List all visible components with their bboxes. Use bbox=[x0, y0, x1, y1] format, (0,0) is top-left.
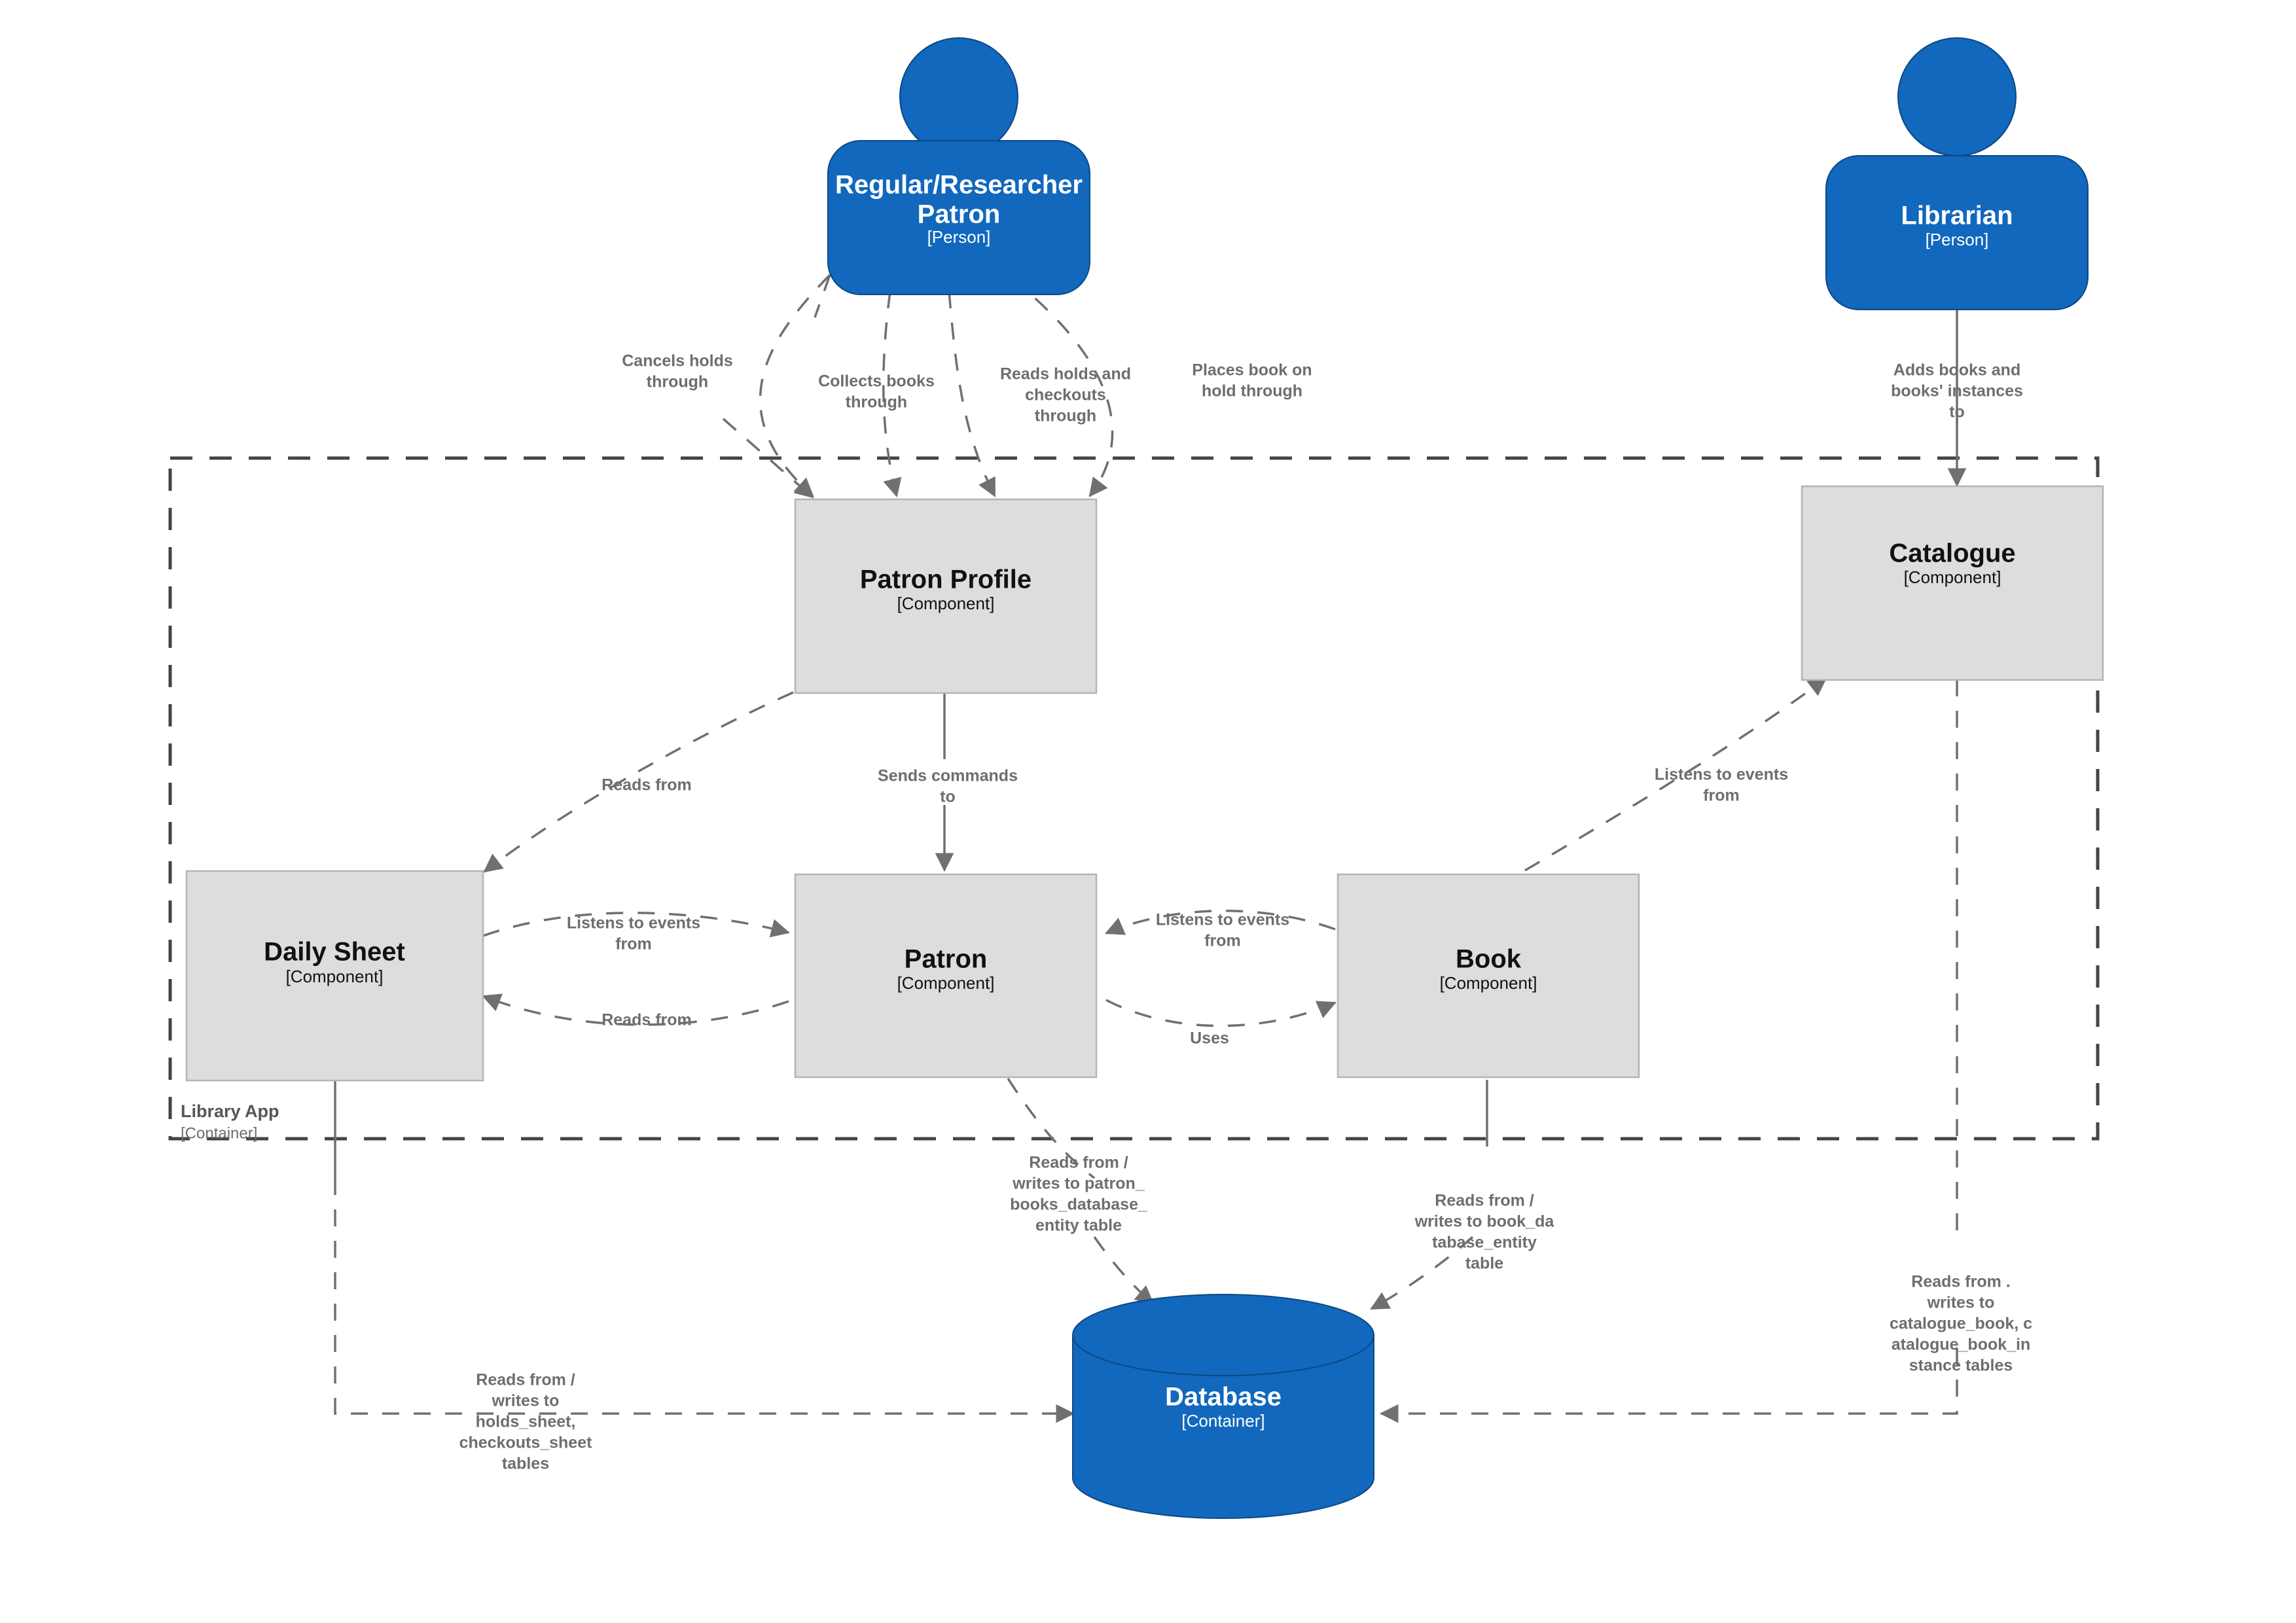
database-cylinder-body-icon bbox=[1072, 1334, 1374, 1519]
catalogue-title: Catalogue bbox=[1889, 539, 2015, 568]
rel-label-r15-l4: atalogue_book_in bbox=[1892, 1336, 2031, 1354]
database-title: Database bbox=[1165, 1383, 1282, 1412]
patron-profile-tech: [Component] bbox=[897, 594, 995, 613]
edge-r9 bbox=[482, 993, 789, 1026]
rel-label-r8-l1: Listens to events bbox=[567, 914, 700, 933]
rel-label-r12-l1: Listens to events bbox=[1655, 766, 1788, 784]
rel-label-r3-l2: checkouts bbox=[1025, 386, 1106, 404]
daily-sheet-tech: [Component] bbox=[286, 967, 384, 986]
edge-r1-full bbox=[759, 274, 831, 497]
library-app-boundary: Library App [Container] bbox=[168, 456, 2100, 1142]
rel-label-r1-l1: Cancels holds bbox=[622, 352, 733, 370]
rel-label-r2-l1: Collects books bbox=[818, 372, 935, 391]
patron-tech: [Component] bbox=[897, 973, 995, 993]
rel-label-r3-l1: Reads holds and bbox=[1000, 365, 1131, 383]
rel-label-r14-l1: Reads from / bbox=[1435, 1192, 1534, 1210]
rel-label-r15-l1: Reads from . bbox=[1911, 1273, 2010, 1291]
book-box bbox=[1336, 873, 1640, 1079]
edge-r12 bbox=[1524, 677, 1827, 872]
book-title: Book bbox=[1456, 945, 1522, 974]
patron-person-body-icon bbox=[827, 140, 1090, 295]
rel-label-r12-l2: from bbox=[1703, 787, 1740, 805]
librarian-tech: [Person] bbox=[1926, 230, 1989, 249]
daily-sheet-title: Daily Sheet bbox=[264, 938, 405, 967]
patron-person-tech: [Person] bbox=[927, 227, 991, 247]
rel-label-r9-l1: Reads from bbox=[601, 1011, 692, 1029]
edge-r14 bbox=[1370, 1236, 1474, 1310]
rel-label-r14-l3: tabase_entity bbox=[1432, 1234, 1537, 1252]
rel-label-r11-l1: Uses bbox=[1190, 1029, 1229, 1048]
rel-label-r4-l2: hold through bbox=[1202, 382, 1302, 401]
rel-label-r16-l1: Reads from / bbox=[476, 1371, 575, 1389]
rel-label-r10-l2: from bbox=[1204, 932, 1241, 950]
rel-label-r5-l3: to bbox=[1949, 403, 1965, 421]
rel-label-r3-l3: through bbox=[1035, 407, 1096, 425]
node-patron-profile[interactable]: Patron Profile [Component] bbox=[794, 498, 1098, 694]
catalogue-box bbox=[1801, 485, 2104, 681]
rel-label-r2-l2: through bbox=[846, 393, 907, 412]
rel-label-r13-l1: Reads from / bbox=[1029, 1154, 1128, 1172]
catalogue-tech: [Component] bbox=[1904, 567, 2001, 587]
edge-r15 bbox=[1379, 1348, 1958, 1423]
node-regular-researcher-patron[interactable]: Regular/Researcher Patron [Person] bbox=[827, 37, 1090, 295]
rel-label-r5-l1: Adds books and bbox=[1893, 361, 2020, 380]
rel-label-r15-l3: catalogue_book, c bbox=[1890, 1315, 2032, 1333]
rel-label-r1-l2: through bbox=[647, 373, 708, 391]
book-tech: [Component] bbox=[1440, 973, 1537, 993]
edge-r13-a bbox=[1007, 1078, 1096, 1179]
rel-label-r8-l2: from bbox=[615, 935, 652, 954]
rel-label-r16-l2: writes to bbox=[492, 1392, 560, 1410]
node-daily-sheet[interactable]: Daily Sheet [Component] bbox=[185, 870, 484, 1082]
patron-person-head-icon bbox=[899, 37, 1018, 156]
librarian-head-icon bbox=[1897, 37, 2017, 156]
database-tech: [Container] bbox=[1181, 1411, 1265, 1431]
node-librarian[interactable]: Librarian [Person] bbox=[1825, 37, 2089, 310]
edge-r8 bbox=[482, 912, 791, 938]
boundary-tech: [Container] bbox=[181, 1124, 257, 1142]
rel-label-r15-l5: stance tables bbox=[1909, 1357, 2013, 1375]
edge-r2 bbox=[882, 291, 902, 498]
rel-label-r10-l1: Listens to events bbox=[1156, 911, 1289, 929]
patron-person-title-line2: Patron bbox=[918, 200, 1001, 229]
rel-label-r13-l2: writes to patron_ bbox=[1012, 1175, 1145, 1193]
rel-label-r16-l5: tables bbox=[502, 1455, 549, 1473]
rel-label-r7-l1: Sends commands bbox=[878, 767, 1018, 785]
librarian-title: Librarian bbox=[1901, 202, 2013, 230]
node-patron[interactable]: Patron [Component] bbox=[794, 873, 1098, 1079]
node-book[interactable]: Book [Component] bbox=[1336, 873, 1640, 1079]
patron-profile-box bbox=[794, 498, 1098, 694]
rel-label-r14-l2: writes to book_da bbox=[1414, 1213, 1555, 1231]
patron-title: Patron bbox=[905, 945, 988, 974]
rel-label-r6-l1: Reads from bbox=[601, 776, 692, 794]
relationship-edges bbox=[334, 274, 1967, 1423]
daily-sheet-box bbox=[185, 870, 484, 1082]
patron-box bbox=[794, 873, 1098, 1079]
edge-r1-a bbox=[814, 274, 831, 318]
edge-r4 bbox=[1010, 277, 1114, 497]
rel-label-r7-l2: to bbox=[940, 788, 956, 806]
rel-label-r13-l3: books_database_ bbox=[1010, 1196, 1148, 1214]
librarian-body-icon bbox=[1825, 155, 2089, 310]
database-cylinder-top-icon bbox=[1072, 1294, 1374, 1376]
rel-label-r16-l4: checkouts_sheet bbox=[459, 1434, 593, 1452]
patron-person-title-line1: Regular/Researcher bbox=[835, 171, 1083, 200]
relationship-labels: Cancels holds through Collects books thr… bbox=[459, 352, 2033, 1473]
rel-label-r13-l4: entity table bbox=[1035, 1217, 1122, 1235]
edge-r16 bbox=[334, 1178, 1075, 1423]
rel-label-r16-l3: holds_sheet, bbox=[476, 1413, 576, 1431]
boundary-title: Library App bbox=[181, 1101, 279, 1121]
edge-r3 bbox=[948, 291, 996, 497]
node-catalogue[interactable]: Catalogue [Component] bbox=[1801, 485, 2104, 681]
patron-profile-title: Patron Profile bbox=[860, 565, 1031, 594]
node-database[interactable]: Database [Container] bbox=[1072, 1294, 1374, 1519]
rel-label-r4-l1: Places book on bbox=[1192, 361, 1312, 380]
edge-r10 bbox=[1105, 910, 1336, 935]
edge-r13 bbox=[1093, 1236, 1155, 1305]
rel-label-r14-l4: table bbox=[1465, 1255, 1503, 1273]
rel-label-r5-l2: books' instances bbox=[1891, 382, 2023, 401]
edge-r6 bbox=[483, 691, 794, 873]
rel-label-r15-l2: writes to bbox=[1927, 1294, 1995, 1312]
edge-r11 bbox=[1105, 999, 1336, 1027]
